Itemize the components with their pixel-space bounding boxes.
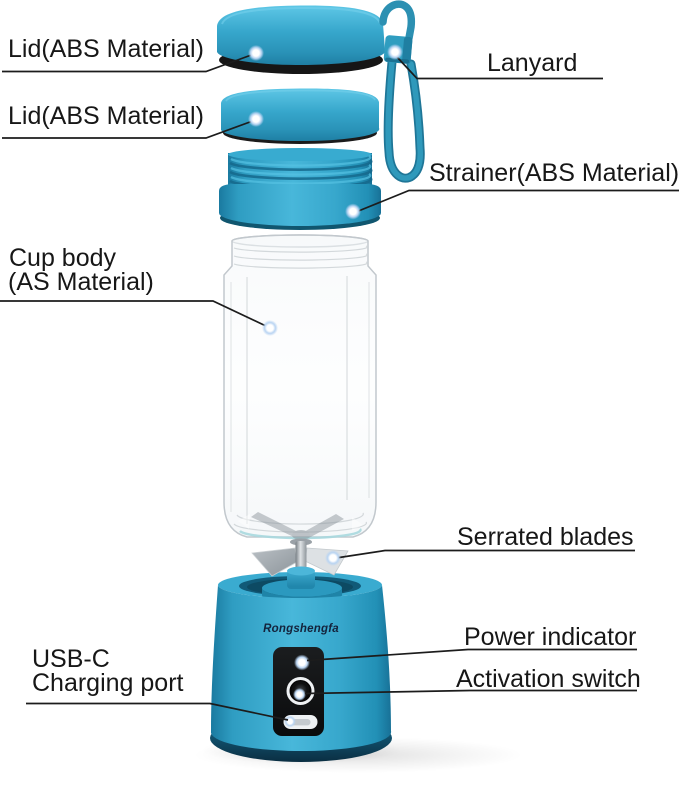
label-lid-top: Lid(ABS Material) xyxy=(8,35,204,63)
strainer-thread xyxy=(229,167,373,180)
lid-top xyxy=(217,5,386,74)
lanyard-strap xyxy=(379,0,425,183)
label-activation-switch: Activation switch xyxy=(456,665,641,693)
base-unit: Rongshengfa xyxy=(193,572,523,773)
strainer-thread xyxy=(229,158,373,171)
callout-lid-top: Lid(ABS Material) xyxy=(2,35,264,73)
label-lid-second: Lid(ABS Material) xyxy=(8,102,204,130)
callout-lanyard: Lanyard xyxy=(387,44,603,80)
label-power-indicator: Power indicator xyxy=(464,623,636,651)
leader-line-lid-second xyxy=(2,119,255,139)
callout-cup-body: Cup body (AS Material) xyxy=(0,244,278,336)
label-serrated-blades: Serrated blades xyxy=(457,523,634,551)
callout-strainer: Strainer(ABS Material) xyxy=(345,159,679,220)
control-panel xyxy=(273,647,324,736)
callout-dot-core xyxy=(330,555,336,561)
leader-line-strainer xyxy=(355,189,679,213)
strainer-band xyxy=(219,184,381,226)
label-cup-body-line1: Cup body xyxy=(9,244,117,272)
brand-logo: Rongshengfa xyxy=(263,623,339,635)
strainer-thread-highlight xyxy=(230,173,372,185)
leader-line-power-indicator xyxy=(306,648,637,662)
callout-dot-core xyxy=(350,208,356,215)
label-lanyard: Lanyard xyxy=(487,49,577,77)
usb-c-glow xyxy=(284,715,296,728)
cup-thread-line xyxy=(233,253,368,261)
callout-usb-charging-port: USB-C Charging port xyxy=(26,645,289,721)
callout-dot-core xyxy=(253,116,259,122)
lid-top-highlight xyxy=(221,6,381,25)
callout-dot-core xyxy=(392,49,398,55)
label-usb-line2: Charging port xyxy=(32,669,184,697)
leader-line-lid-top xyxy=(2,53,255,73)
cup-thread-line xyxy=(233,261,368,269)
blade-shaft xyxy=(295,541,307,573)
activation-button-glow xyxy=(293,688,306,701)
label-strainer: Strainer(ABS Material) xyxy=(429,159,679,187)
cup-silhouette xyxy=(223,234,377,538)
leader-line-cup-body xyxy=(0,300,268,328)
callout-dot-core xyxy=(253,50,259,56)
cup-bottom-line xyxy=(236,512,364,525)
label-cup-body-line2: (AS Material) xyxy=(8,268,154,296)
callouts: Lid(ABS Material) Lid(ABS Material) Lany… xyxy=(0,35,679,721)
lid-second-body xyxy=(221,88,380,142)
label-usb-line1: USB-C xyxy=(32,645,110,673)
lid-second-highlight xyxy=(225,89,376,102)
lanyard-loop xyxy=(385,59,423,181)
callout-power-indicator: Power indicator xyxy=(306,623,637,662)
callout-lid-second: Lid(ABS Material) xyxy=(2,102,264,139)
leader-line-serrated-blades xyxy=(335,549,635,559)
power-led-core xyxy=(299,659,305,666)
strainer-thread-highlight xyxy=(230,164,372,176)
lanyard-top-curve xyxy=(379,0,416,42)
callout-serrated-blades: Serrated blades xyxy=(325,523,635,566)
lid-top-body xyxy=(217,5,386,66)
cup-body xyxy=(223,234,377,540)
cup-thread-line xyxy=(233,245,368,253)
blades-through-glass xyxy=(238,512,363,540)
strainer-thread-highlight xyxy=(230,155,372,167)
shaft-knob-top xyxy=(287,566,315,576)
leader-line-usb xyxy=(26,702,289,721)
lid-second xyxy=(221,88,380,144)
callout-dot-core xyxy=(267,325,273,331)
leader-line-lanyard xyxy=(396,56,603,80)
strainer xyxy=(219,148,381,230)
strainer-neck-rim xyxy=(228,148,372,161)
callout-activation-switch: Activation switch xyxy=(304,665,641,695)
leader-line-activation-switch xyxy=(304,689,637,695)
